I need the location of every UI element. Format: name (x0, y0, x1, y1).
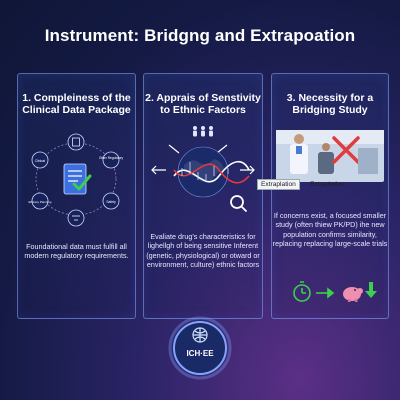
node-label: Clinical (35, 159, 46, 163)
panel-ethnic-factors: 2. Apprais of Senstivity to Ethnic Facto… (143, 73, 263, 319)
logo-text: ICH·EE (186, 349, 214, 358)
extrapolation-caption: Extraplation (310, 181, 345, 188)
node-label: Other Regulatory (99, 156, 124, 160)
panel-title: 1. Compleiness of the Clinical Data Pack… (22, 92, 131, 116)
stopwatch-icon (293, 281, 311, 302)
node-safety: Safety (102, 192, 120, 210)
node-bioequiv (67, 209, 85, 227)
panel-body: Evaliate drug's characteristics for ligh… (146, 232, 260, 269)
ich-logo: ICH·EE (168, 316, 232, 380)
swap-arrows-icon (151, 144, 255, 175)
node-efficacy: Efficacy Planning (29, 192, 52, 210)
panel-title: 3. Necessity for a Bridging Study (286, 92, 374, 116)
arrow-right-icon (316, 287, 335, 299)
outcome-icons (293, 281, 377, 302)
panel-bridging-study: 3. Necessity for a Bridging Study If con… (271, 73, 389, 319)
data-package-diagram: Other Regulatory Safety Efficacy Plannin… (29, 133, 124, 227)
piggy-bank-icon (343, 287, 363, 302)
extrapolation-tag: Extraplation (257, 179, 300, 190)
doctor-patient-icon (290, 134, 334, 174)
panel-data-package: 1. Compleiness of the Clinical Data Pack… (17, 73, 136, 319)
bridging-scene (276, 130, 384, 182)
node-label: Safety (106, 200, 116, 204)
magnifier-icon (230, 195, 248, 213)
panel-body: If concerns exist, a focused smaller stu… (272, 211, 388, 248)
people-icon (193, 126, 213, 137)
dna-icon (173, 160, 250, 184)
node-clinical (67, 133, 85, 151)
panel-body: Foundational data must fulfill all moder… (24, 242, 129, 261)
document-check-icon (63, 163, 92, 195)
page-title: Instrument: Bridgng and Extrapoation (44, 26, 356, 45)
globe-logo-icon (192, 327, 208, 343)
node-other-regulatory: Other Regulatory (99, 151, 124, 169)
panel-title: 2. Apprais of Senstivity to Ethnic Facto… (145, 92, 261, 116)
node-label: Efficacy Planning (29, 200, 52, 204)
cross-icon (332, 136, 360, 164)
node-clinical-left: Clinical (31, 151, 49, 169)
ethnic-factors-diagram (151, 126, 255, 213)
down-arrow-icon (365, 282, 377, 298)
